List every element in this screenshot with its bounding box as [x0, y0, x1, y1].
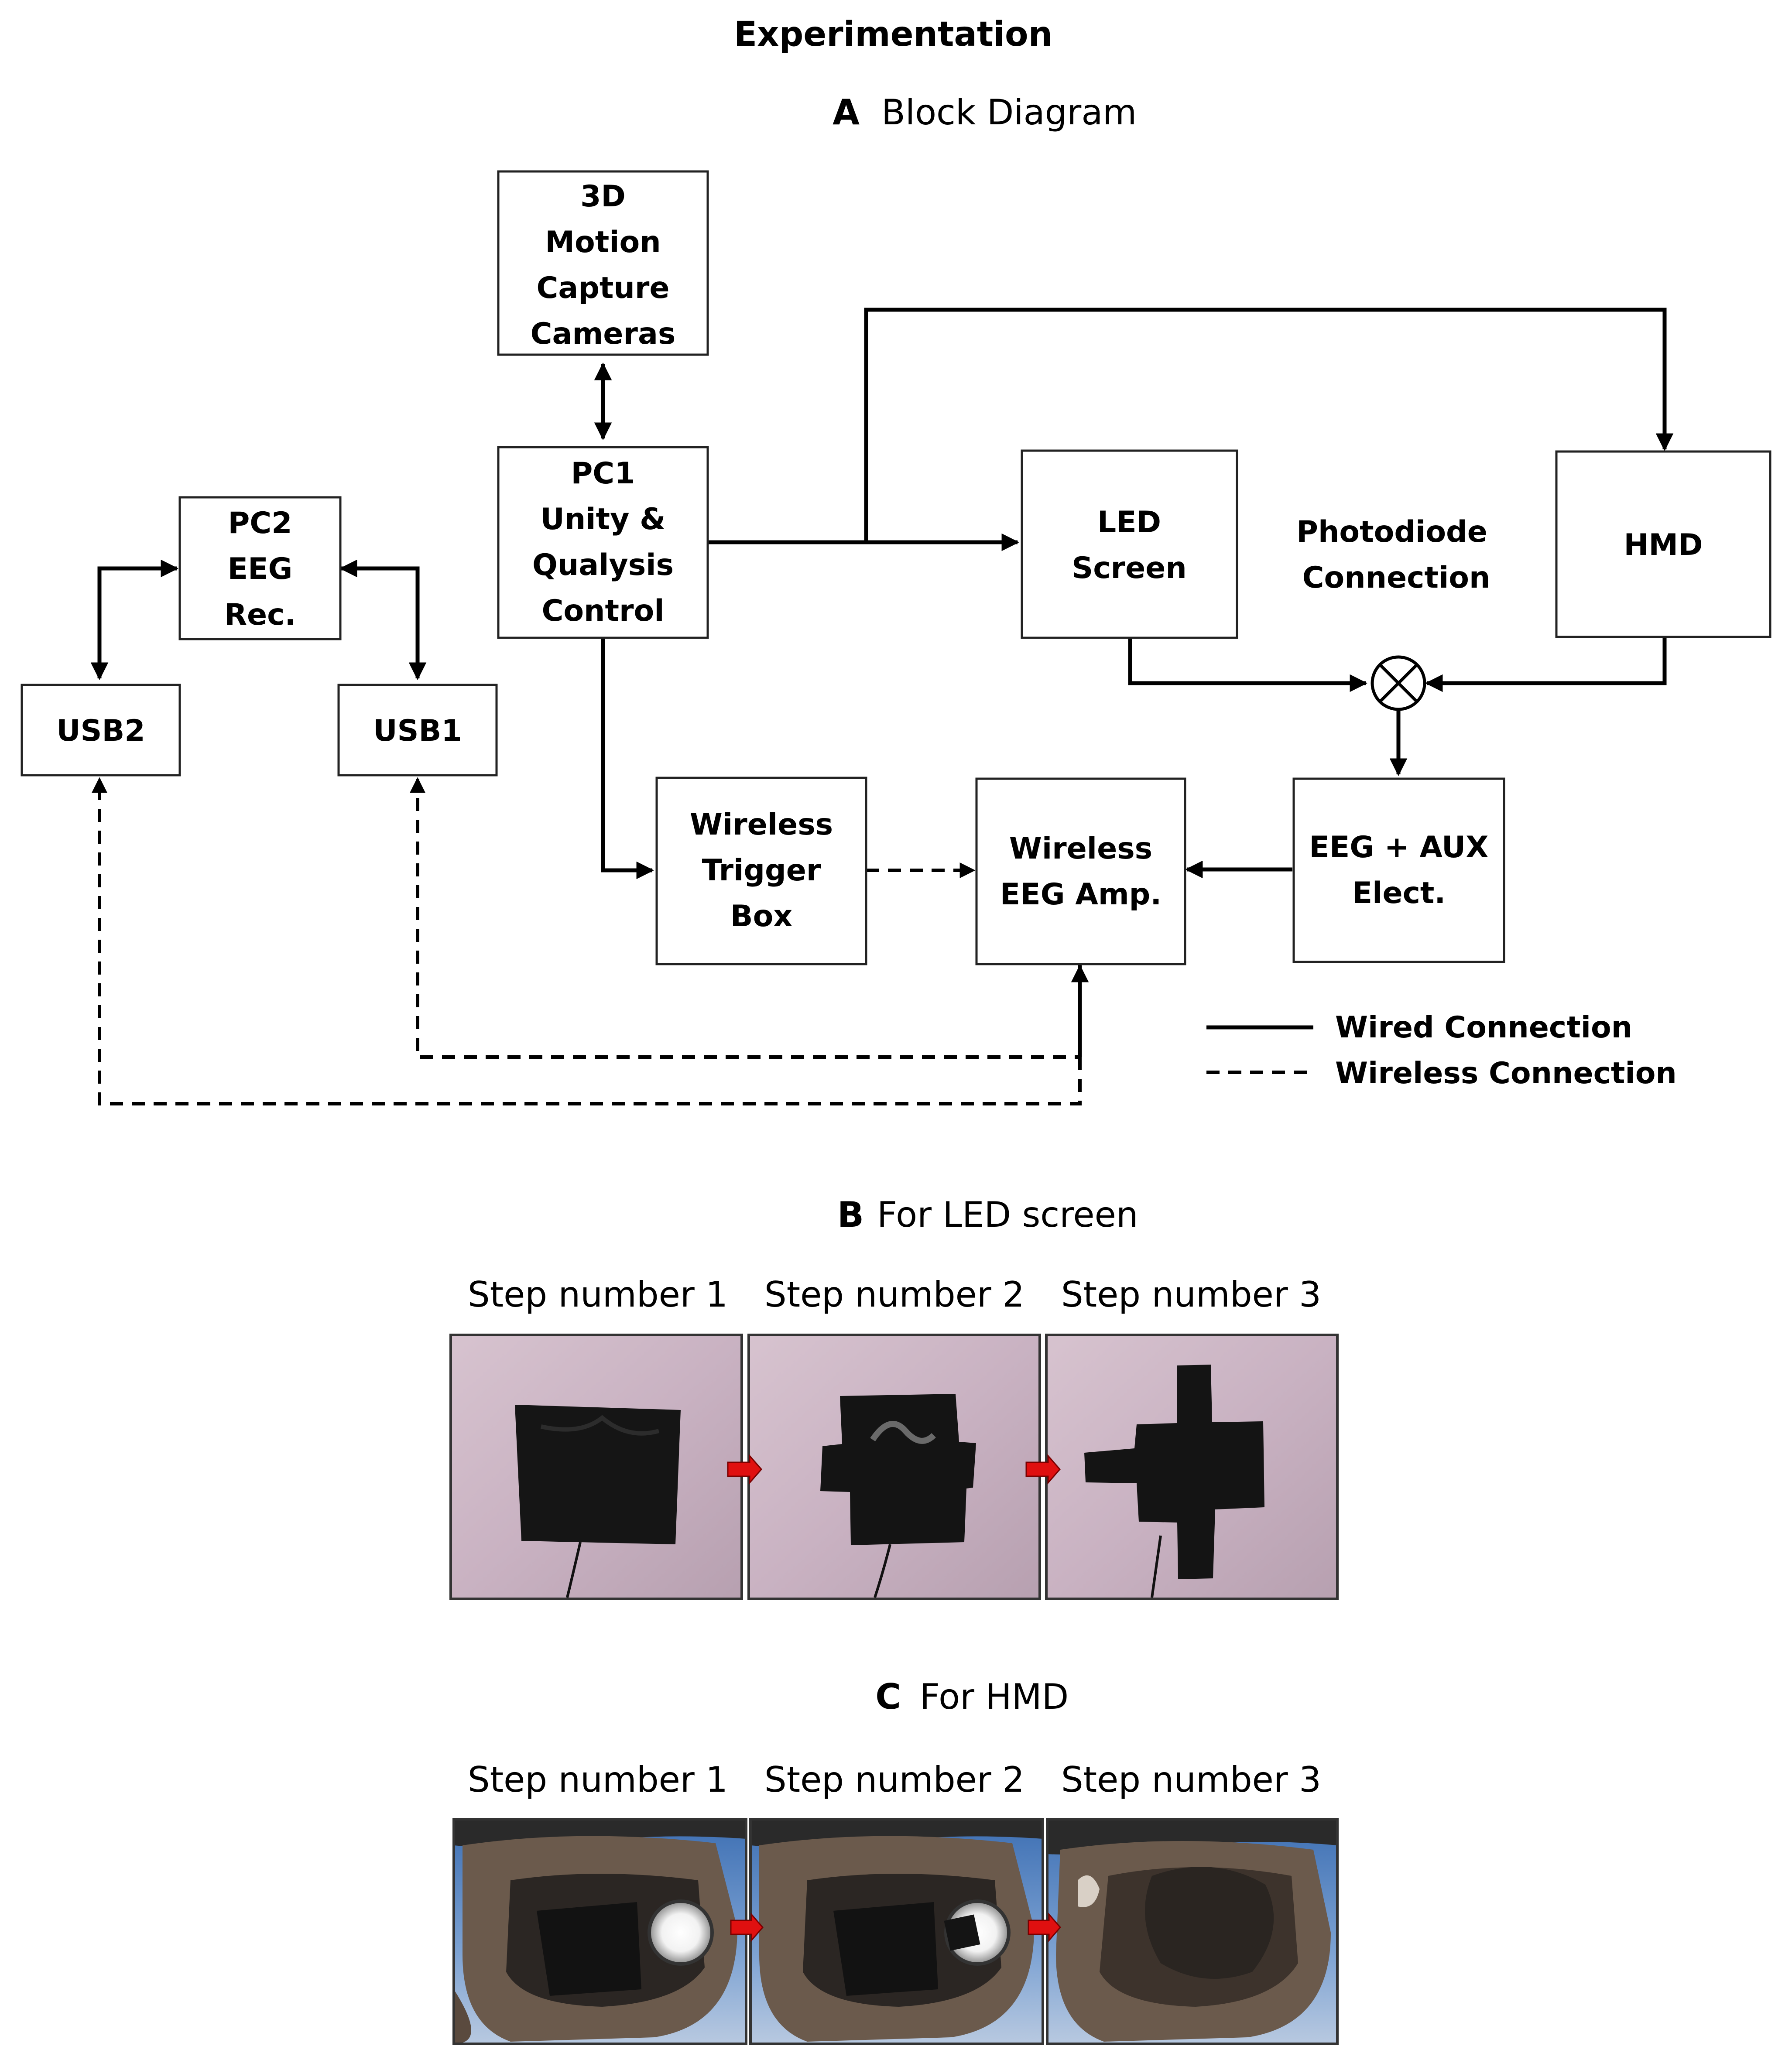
svg-text:Motion: Motion	[545, 225, 661, 260]
hmd-step-arrow-2	[1028, 1912, 1061, 1943]
svg-text:Elect.: Elect.	[1352, 876, 1446, 910]
svg-text:Box: Box	[730, 899, 792, 934]
panel-c-step-labels: Step number 1 Step number 2 Step number …	[468, 1759, 1321, 1800]
legend-wired-label: Wired Connection	[1335, 1010, 1632, 1045]
block-hmd: HMD	[1555, 450, 1771, 638]
svg-text:Wireless: Wireless	[690, 808, 833, 842]
svg-text:USB2: USB2	[56, 714, 145, 748]
panel-b-step-labels: Step number 1 Step number 2 Step number …	[468, 1274, 1321, 1315]
figure-title: Experimentation	[734, 15, 1052, 54]
panel-c-caption: For HMD	[920, 1677, 1069, 1717]
wireless-connectors	[92, 777, 1089, 1105]
hmd-step-2-photo	[749, 1818, 1044, 2045]
led-step-arrow-1	[727, 1454, 762, 1485]
svg-text:Photodiode: Photodiode	[1296, 515, 1487, 549]
pc1-trigger-link	[601, 638, 654, 879]
svg-text:HMD: HMD	[1624, 528, 1703, 562]
pc2-usb1-link	[339, 559, 427, 681]
hmd-step-1-photo	[452, 1818, 747, 2045]
block-pc2: PC2 EEG Rec.	[178, 496, 342, 640]
led-step-arrows	[727, 1454, 1061, 1485]
block-usb1: USB1	[337, 684, 498, 777]
block-trigger-box: Wireless Trigger Box	[655, 777, 867, 965]
pc2-usb2-link	[90, 559, 179, 681]
svg-text:Control: Control	[541, 594, 664, 628]
svg-text:EEG Amp.: EEG Amp.	[1000, 877, 1162, 912]
pc1-hmd-link	[864, 308, 1674, 542]
panel-a-caption: Block Diagram	[881, 92, 1137, 133]
amp-usb2-link	[92, 777, 1082, 1105]
hmd-photodiode-link	[1425, 638, 1667, 692]
svg-text:Capture: Capture	[536, 271, 669, 305]
hmd-step-arrows	[730, 1912, 1061, 1943]
svg-text:Wireless: Wireless	[1009, 831, 1152, 866]
panel-b-step-1-label: Step number 1	[468, 1274, 728, 1315]
svg-text:PC1: PC1	[571, 456, 635, 491]
panel-b-step-3-label: Step number 3	[1061, 1274, 1321, 1315]
svg-text:EEG: EEG	[228, 552, 293, 586]
panel-b-heading: B For LED screen	[837, 1194, 1138, 1235]
block-eeg-amp: Wireless EEG Amp.	[975, 777, 1186, 965]
block-camera: 3D Motion Capture Cameras	[497, 170, 709, 356]
panel-c-heading: C For HMD	[875, 1677, 1069, 1717]
legend-wireless-label: Wireless Connection	[1335, 1056, 1677, 1091]
svg-text:Cameras: Cameras	[531, 317, 676, 351]
panel-b-caption: For LED screen	[877, 1194, 1138, 1235]
panel-b-letter: B	[837, 1194, 864, 1235]
panel-c-step-1-label: Step number 1	[468, 1759, 728, 1800]
svg-text:EEG + AUX: EEG + AUX	[1309, 830, 1488, 865]
hmd-step-arrow-1	[730, 1912, 764, 1943]
svg-text:LED: LED	[1097, 505, 1161, 540]
block-led-screen: LED Screen	[1021, 449, 1238, 639]
svg-text:Qualysis: Qualysis	[532, 548, 674, 582]
led-step-2-photo	[747, 1334, 1041, 1600]
led-step-1-photo	[449, 1334, 743, 1600]
panel-a-heading: A Block Diagram	[833, 92, 1137, 133]
legend: Wired Connection Wireless Connection	[1206, 1010, 1677, 1091]
led-step-arrow-2	[1025, 1454, 1061, 1485]
hmd-step-3-photo	[1046, 1818, 1339, 2045]
svg-text:Unity &: Unity &	[541, 502, 666, 537]
photodiode-junction	[1371, 655, 1426, 711]
block-usb2: USB2	[21, 684, 181, 777]
svg-text:Screen: Screen	[1072, 551, 1186, 585]
panel-c-step-3-label: Step number 3	[1061, 1759, 1321, 1800]
block-eeg-electrodes: EEG + AUX Elect.	[1292, 777, 1505, 963]
block-pc1: PC1 Unity & Qualysis Control	[497, 446, 709, 639]
panel-c-step-2-label: Step number 2	[764, 1759, 1024, 1800]
wired-connectors	[90, 308, 1674, 879]
svg-text:Connection: Connection	[1302, 561, 1490, 595]
photodiode-label: Photodiode Connection	[1296, 515, 1490, 595]
panel-b-step-2-label: Step number 2	[764, 1274, 1024, 1315]
svg-text:Rec.: Rec.	[224, 598, 296, 632]
panel-c-letter: C	[875, 1677, 901, 1717]
svg-text:USB1: USB1	[373, 714, 462, 748]
svg-text:Trigger: Trigger	[702, 853, 821, 888]
panel-a-letter: A	[833, 92, 860, 133]
svg-text:3D: 3D	[580, 179, 626, 214]
svg-text:PC2: PC2	[228, 506, 292, 541]
led-step-3-photo	[1045, 1334, 1339, 1600]
led-photodiode-link	[1128, 638, 1368, 692]
